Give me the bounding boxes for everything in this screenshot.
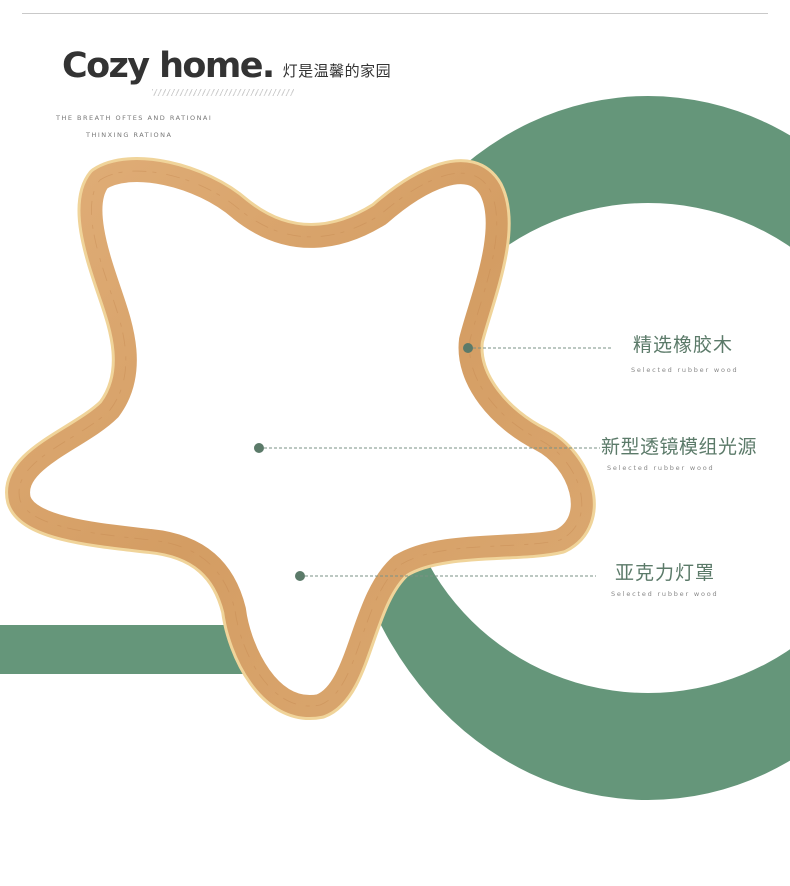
tagline-line-2: THINXING RATIONA (86, 131, 173, 139)
feature-title-rubber-wood: 精选橡胶木 (633, 334, 734, 356)
feature-subtitle-lens-module: Selected rubber wood (607, 464, 715, 472)
star-lamp-frame-icon (5, 157, 596, 720)
brand-wordmark: Cozy home. (62, 46, 275, 86)
feature-subtitle-acrylic-shade: Selected rubber wood (611, 590, 719, 598)
brand-slogan: 灯是温馨的家园 (282, 62, 392, 80)
green-band (0, 625, 260, 674)
callout-dot-icon (254, 443, 264, 453)
feature-subtitle-rubber-wood: Selected rubber wood (631, 366, 739, 374)
callout-dot-icon (463, 343, 473, 353)
callout-dot-icon (295, 571, 305, 581)
brand-header: Cozy home. 灯是温馨的家园 (62, 44, 391, 88)
top-divider (22, 13, 768, 14)
tagline-line-1: THE BREATH OFTES AND RATIONAI (56, 114, 213, 122)
feature-title-lens-module: 新型透镜模组光源 (601, 436, 758, 458)
feature-title-acrylic-shade: 亚克力灯罩 (615, 562, 716, 584)
hatch-decoration (152, 89, 294, 96)
callout-leaders (254, 343, 612, 581)
